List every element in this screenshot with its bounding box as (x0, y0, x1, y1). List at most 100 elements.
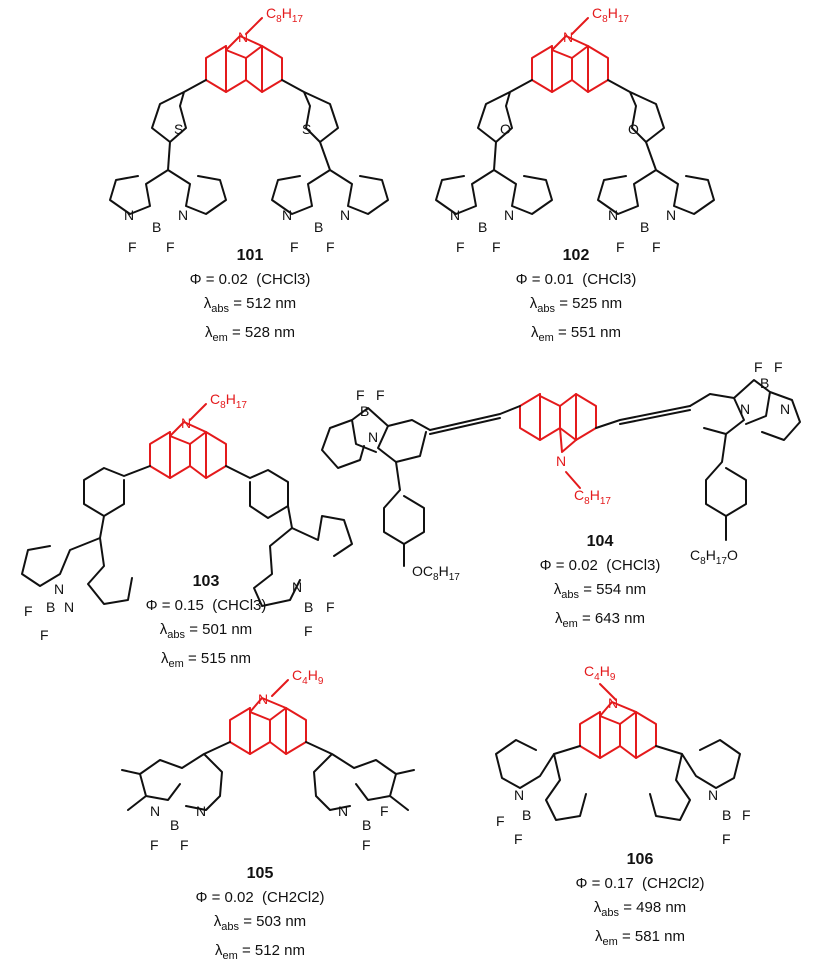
caption-104: 104 Φ = 0.02 (CHCl3) λabs = 554 nm λem =… (490, 530, 710, 636)
absorption-max: λabs = 525 nm (529, 295, 623, 315)
svg-text:F: F (128, 239, 137, 255)
svg-text:C8H17: C8H17 (574, 487, 611, 507)
emission-max: λem = 528 nm (205, 324, 295, 344)
svg-text:B: B (522, 807, 531, 823)
emission-max: λem = 581 nm (595, 928, 685, 948)
svg-text:F: F (616, 239, 625, 255)
svg-text:F: F (774, 359, 783, 375)
svg-text:N: N (368, 429, 378, 445)
caption-105: 105 Φ = 0.02 (CH2Cl2) λabs = 503 nm λem … (150, 862, 370, 968)
compound-number: 103 (192, 573, 220, 590)
structure-106: N C4H9 NB FF NB FF (495, 663, 751, 847)
svg-text:S: S (302, 121, 311, 137)
svg-text:B: B (478, 219, 487, 235)
svg-text:B: B (314, 219, 323, 235)
svg-text:N: N (608, 207, 618, 223)
svg-text:F: F (722, 831, 731, 847)
svg-text:N: N (178, 207, 188, 223)
absorption-max: λabs = 498 nm (593, 899, 687, 919)
compound-number: 104 (586, 533, 614, 550)
svg-text:N: N (338, 803, 348, 819)
svg-text:N: N (340, 207, 350, 223)
caption-101: 101 Φ = 0.02 (CHCl3) λabs = 512 nm λem =… (140, 244, 360, 350)
svg-text:N: N (666, 207, 676, 223)
compound-number: 101 (236, 247, 264, 264)
svg-text:N: N (238, 29, 248, 45)
svg-text:C8H17: C8H17 (210, 391, 247, 411)
svg-text:F: F (326, 239, 335, 255)
quantum-yield: Φ = 0.02 (CHCl3) (189, 271, 311, 288)
svg-text:N: N (514, 787, 524, 803)
svg-text:F: F (356, 387, 365, 403)
quantum-yield: Φ = 0.01 (CHCl3) (515, 271, 637, 288)
svg-text:N: N (556, 453, 566, 469)
quantum-yield: Φ = 0.02 (CH2Cl2) (195, 889, 325, 906)
caption-103: 103 Φ = 0.15 (CHCl3) λabs = 501 nm λem =… (96, 570, 316, 676)
emission-max: λem = 551 nm (531, 324, 621, 344)
svg-text:F: F (514, 831, 523, 847)
svg-text:F: F (456, 239, 465, 255)
emission-max: λem = 643 nm (555, 610, 645, 630)
quantum-yield: Φ = 0.02 (CHCl3) (539, 557, 661, 574)
svg-text:B: B (760, 375, 769, 391)
svg-text:N: N (64, 599, 74, 615)
svg-text:F: F (326, 599, 335, 615)
svg-text:N: N (608, 695, 618, 711)
svg-text:C4H9: C4H9 (584, 663, 616, 683)
svg-text:F: F (496, 813, 505, 829)
svg-text:F: F (40, 627, 49, 643)
svg-text:C4H9: C4H9 (292, 667, 324, 687)
svg-text:O: O (500, 121, 511, 137)
svg-text:F: F (742, 807, 751, 823)
compound-number: 102 (562, 247, 590, 264)
svg-text:F: F (362, 837, 371, 853)
svg-text:B: B (304, 599, 313, 615)
quantum-yield: Φ = 0.17 (CH2Cl2) (575, 875, 705, 892)
svg-text:S: S (174, 121, 183, 137)
svg-text:B: B (360, 403, 369, 419)
svg-text:F: F (166, 239, 175, 255)
svg-text:C8H17: C8H17 (592, 5, 629, 25)
structure-101: N C8H17 S S N B N F F N B N F F (109, 5, 389, 255)
svg-text:N: N (196, 803, 206, 819)
svg-text:B: B (722, 807, 731, 823)
svg-text:F: F (180, 837, 189, 853)
svg-text:F: F (376, 387, 385, 403)
svg-text:F: F (304, 623, 313, 639)
svg-text:N: N (150, 803, 160, 819)
svg-text:B: B (362, 817, 371, 833)
svg-text:O: O (628, 121, 639, 137)
svg-text:OC8H17: OC8H17 (412, 563, 460, 583)
svg-text:N: N (282, 207, 292, 223)
absorption-max: λabs = 503 nm (213, 913, 307, 933)
svg-text:C8H17: C8H17 (266, 5, 303, 25)
svg-text:N: N (54, 581, 64, 597)
svg-text:B: B (640, 219, 649, 235)
svg-text:N: N (740, 401, 750, 417)
svg-text:F: F (24, 603, 33, 619)
caption-106: 106 Φ = 0.17 (CH2Cl2) λabs = 498 nm λem … (530, 848, 750, 954)
quantum-yield: Φ = 0.15 (CHCl3) (145, 597, 267, 614)
svg-text:N: N (292, 579, 302, 595)
svg-text:B: B (170, 817, 179, 833)
svg-text:F: F (290, 239, 299, 255)
svg-text:N: N (563, 29, 573, 45)
svg-text:N: N (124, 207, 134, 223)
svg-text:F: F (380, 803, 389, 819)
svg-text:F: F (150, 837, 159, 853)
caption-102: 102 Φ = 0.01 (CHCl3) λabs = 525 nm λem =… (466, 244, 686, 350)
svg-text:N: N (450, 207, 460, 223)
emission-max: λem = 515 nm (161, 650, 251, 670)
svg-text:N: N (258, 691, 268, 707)
absorption-max: λabs = 501 nm (159, 621, 253, 641)
emission-max: λem = 512 nm (215, 942, 305, 962)
svg-text:B: B (152, 219, 161, 235)
svg-text:N: N (181, 415, 191, 431)
svg-text:N: N (708, 787, 718, 803)
svg-text:N: N (504, 207, 514, 223)
